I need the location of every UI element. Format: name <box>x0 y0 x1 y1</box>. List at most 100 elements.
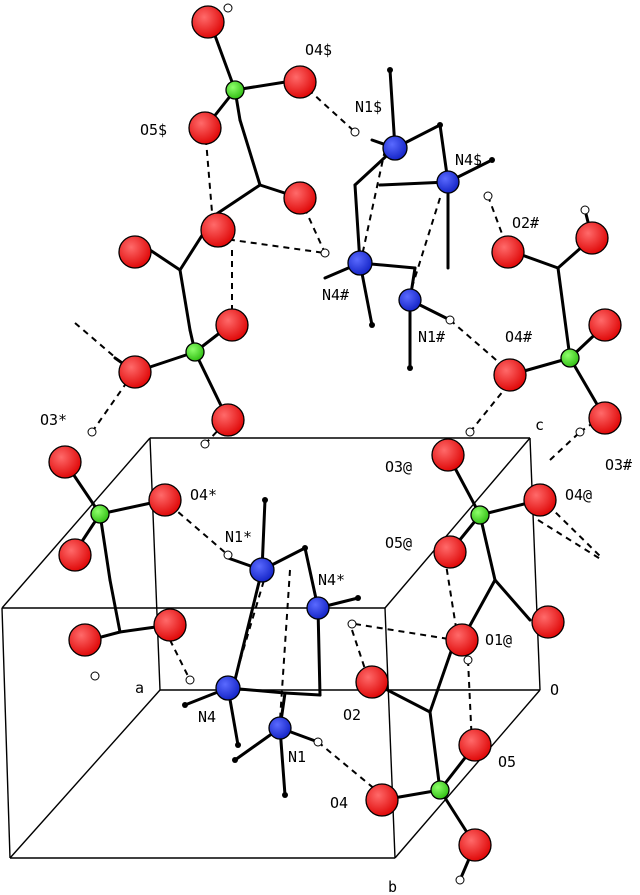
carbon-atom <box>369 322 375 328</box>
oxygen-atom <box>153 608 187 642</box>
oxygen-atom <box>355 665 389 699</box>
oxygen-atom <box>433 535 467 569</box>
carbon-atom <box>235 742 241 748</box>
oxygen-atom <box>191 5 225 39</box>
label-o5-at: O5@ <box>385 534 412 552</box>
nitrogen-atom <box>382 135 408 161</box>
nitrogen-atoms <box>215 135 460 740</box>
phosphorus-atoms <box>90 80 580 800</box>
label-o2: O2 <box>343 706 361 724</box>
nitrogen-atom <box>436 170 460 194</box>
label-n4-star: N4* <box>318 571 345 589</box>
hydrogen-atom <box>465 427 475 437</box>
hydrogen-atoms <box>87 3 590 885</box>
oxygen-atom <box>188 111 222 145</box>
oxygen-atom <box>458 728 492 762</box>
hydrogen-atom <box>223 550 233 560</box>
nitrogen-atom <box>268 716 292 740</box>
label-o3-at: O3@ <box>385 458 412 476</box>
hydrogen-atom <box>483 191 493 201</box>
oxygen-atoms <box>48 5 622 862</box>
carbon-atom <box>407 365 413 371</box>
carbon-atom <box>489 157 495 163</box>
oxygen-atom <box>283 181 317 215</box>
carbon-atom <box>355 595 361 601</box>
hydrogen-atom <box>87 427 97 437</box>
hydrogen-atom <box>200 439 210 449</box>
carbon-atom <box>262 497 268 503</box>
nitrogen-atom <box>306 596 330 620</box>
label-o5: O5 <box>498 753 516 771</box>
label-n4-dollar: N4$ <box>455 151 482 169</box>
hydrogen-atom <box>350 127 360 137</box>
label-zero-origin: O <box>550 681 559 699</box>
oxygen-atom <box>531 605 565 639</box>
oxygen-atom <box>200 212 236 248</box>
hydrogen-atom <box>445 315 455 325</box>
oxygen-atom <box>148 483 182 517</box>
label-o3-hash: O3# <box>605 456 632 474</box>
label-o4-hash: O4# <box>505 328 532 346</box>
nitrogen-atom <box>398 288 422 312</box>
carbon-atom <box>182 702 188 708</box>
label-o4-at: O4@ <box>565 486 592 504</box>
hydrogen-atom <box>313 737 323 747</box>
carbon-atom <box>387 67 393 73</box>
oxygen-atom <box>48 445 82 479</box>
oxygen-atom <box>215 308 249 342</box>
oxygen-atom <box>588 401 622 435</box>
broken-axis-lines <box>537 519 603 561</box>
carbon-atom <box>282 792 288 798</box>
label-o4-dollar: O4$ <box>305 41 332 59</box>
oxygen-atom <box>118 355 152 389</box>
label-o1-at: O1@ <box>485 631 512 649</box>
nitrogen-atom <box>249 557 275 583</box>
hydrogen-atom <box>90 671 100 681</box>
label-n1: N1 <box>288 748 306 766</box>
label-n4-hash: N4# <box>322 286 349 304</box>
hydrogen-atom <box>580 205 590 215</box>
hydrogen-atom <box>223 3 233 13</box>
covalent-bonds <box>63 20 607 882</box>
oxygen-atom <box>493 358 527 392</box>
oxygen-atom <box>211 403 245 437</box>
hydrogen-atom <box>463 655 473 665</box>
hydrogen-atom <box>320 248 330 258</box>
carbon-atom <box>437 122 443 128</box>
oxygen-atom <box>431 438 465 472</box>
oxygen-atom <box>68 623 102 657</box>
label-n1-star: N1* <box>225 528 252 546</box>
nitrogen-atom <box>347 250 373 276</box>
label-n1-hash: N1# <box>418 328 445 346</box>
label-n4: N4 <box>198 708 216 726</box>
phosphorus-atom <box>470 505 490 525</box>
hydrogen-atom <box>575 427 585 437</box>
oxygen-atom <box>283 65 317 99</box>
oxygen-atom <box>575 221 609 255</box>
carbon-atom <box>232 757 238 763</box>
atom-labels: O4$ N1$ O5$ N4$ O2# N4# N1# O4# O3* c O3… <box>40 41 632 895</box>
phosphorus-atom <box>430 780 450 800</box>
carbon-atoms <box>182 67 495 798</box>
phosphorus-atom <box>225 80 245 100</box>
hydrogen-atom <box>347 619 357 629</box>
oxygen-atom <box>118 235 152 269</box>
phosphorus-atom <box>90 504 110 524</box>
oxygen-atom <box>491 235 525 269</box>
label-c-axis: c <box>535 416 544 434</box>
phosphorus-atom <box>560 348 580 368</box>
label-b-axis: b <box>388 878 397 895</box>
label-n1-dollar: N1$ <box>355 98 382 116</box>
oxygen-atom <box>58 538 92 572</box>
label-o2-hash: O2# <box>512 214 539 232</box>
label-a-axis: a <box>135 679 144 697</box>
label-o4: O4 <box>330 794 348 812</box>
hydrogen-atom <box>185 675 195 685</box>
oxygen-atom <box>588 308 622 342</box>
oxygen-atom <box>445 623 479 657</box>
nitrogen-atom <box>215 675 241 701</box>
label-o3-star: O3* <box>40 411 67 429</box>
label-o4-star: O4* <box>190 486 217 504</box>
phosphorus-atom <box>185 342 205 362</box>
